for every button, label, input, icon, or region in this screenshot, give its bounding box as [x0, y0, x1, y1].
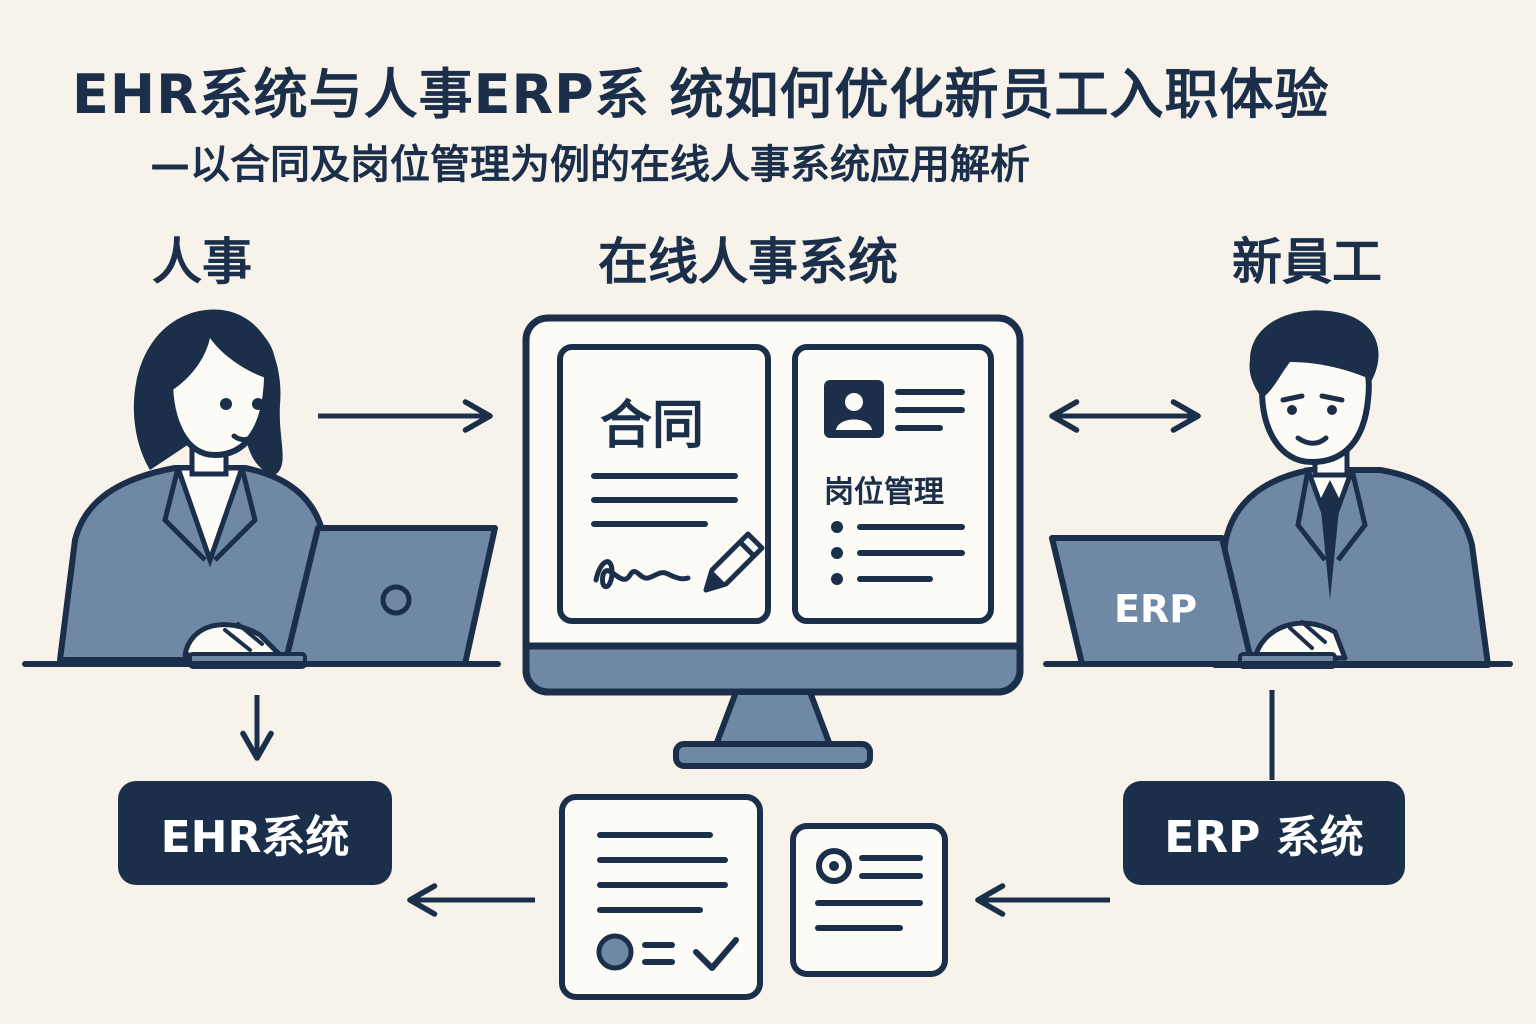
employee-person-illustration	[1212, 310, 1491, 668]
checkmark-icon	[693, 937, 739, 971]
profile-card-icon	[824, 380, 884, 438]
contract-panel-title: 合同	[600, 396, 705, 456]
erp-system-label: ERP 系统	[1164, 812, 1364, 863]
position-management-panel	[792, 344, 994, 624]
pen-icon	[703, 531, 765, 593]
role-label-new-employee: 新員工	[1232, 233, 1382, 291]
approved-document-icon	[559, 794, 763, 1000]
page-subtitle: —以合同及岗位管理为例的在线人事系统应用解析	[150, 142, 1030, 188]
contract-panel	[557, 344, 771, 624]
page-title: EHR系统与人事ERP系 统如何优化新员工入职体验	[72, 63, 1330, 126]
role-label-hr: 人事	[152, 233, 252, 291]
role-label-online-system: 在线人事系统	[598, 233, 898, 291]
signature-icon	[593, 559, 691, 590]
hr-person-illustration	[57, 309, 333, 663]
ehr-system-box	[118, 781, 392, 885]
erp-system-box	[1123, 781, 1405, 885]
position-panel-title: 岗位管理	[824, 475, 944, 510]
flow-arrows	[240, 399, 1275, 917]
employee-laptop-label: ERP	[1114, 587, 1198, 631]
ehr-system-label: EHR系统	[160, 812, 350, 863]
id-card-document-icon	[790, 823, 948, 977]
